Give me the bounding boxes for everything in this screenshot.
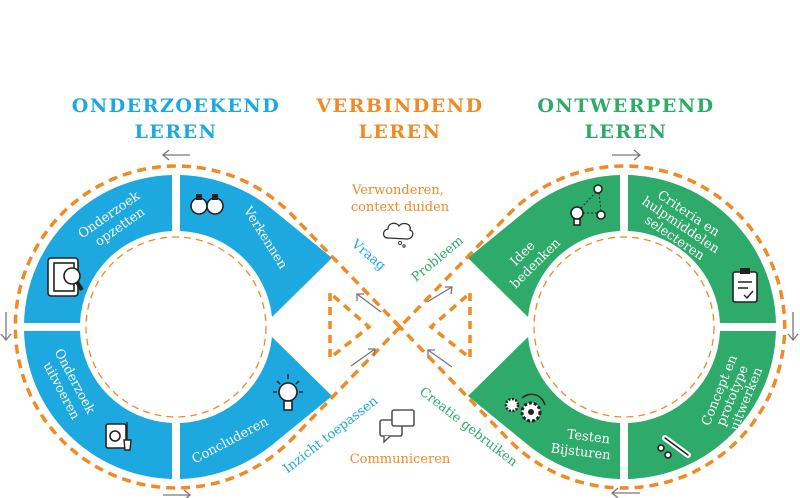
vraag-label: Vraag <box>348 236 389 273</box>
arrow-up-right-icon <box>350 348 376 367</box>
arrow-right-icon <box>612 149 642 161</box>
arrow-up-left-icon <box>356 293 382 313</box>
title-verbindend-leren: LEREN <box>359 121 442 143</box>
thought-cloud-icon <box>382 222 414 248</box>
segment-onderzoek-uitvoeren <box>24 331 172 479</box>
lab-analysis-icon <box>105 422 132 451</box>
left-dashed-triangle <box>328 289 372 362</box>
idea-network-icon <box>570 184 606 226</box>
arrow-down-icon <box>0 312 12 342</box>
clipboard-check-icon <box>732 268 758 303</box>
label-testen-bijsturen: Testen Bijsturen <box>550 425 615 463</box>
document-search-icon <box>47 257 84 297</box>
arrow-down-icon <box>787 312 799 342</box>
chat-bubbles-icon <box>379 409 415 444</box>
direction-arrows <box>0 149 799 498</box>
title-ontwerpend: ONTWERPEND <box>537 95 714 117</box>
arrow-left-icon <box>610 487 640 498</box>
segment-testen-bijsturen <box>468 337 620 479</box>
infinity-dashed-loop <box>13 164 787 490</box>
segment-verkennen <box>180 175 332 317</box>
communiceren-label: Communiceren <box>350 452 451 467</box>
title-onderzoekend-leren: LEREN <box>135 121 218 143</box>
gears-icon <box>504 393 546 423</box>
title-onderzoekend: ONDERZOEKEND <box>72 95 280 117</box>
wrench-icon <box>657 435 691 459</box>
title-verbindend: VERBINDEND <box>315 95 483 117</box>
left-cycle <box>24 175 332 479</box>
binoculars-icon <box>190 194 224 215</box>
right-cycle <box>468 175 776 479</box>
arrow-left-icon <box>161 149 190 161</box>
center-top-label: Verwonderen, context duiden <box>351 183 450 215</box>
arrow-right-icon <box>163 489 192 498</box>
probleem-label: Probleem <box>409 233 467 285</box>
right-inner-dashed-circle <box>533 236 715 418</box>
arrow-up-left-icon <box>427 349 453 368</box>
right-dashed-triangle <box>428 289 472 362</box>
segment-onderzoek-opzetten <box>24 175 172 323</box>
title-ontwerpend-leren: LEREN <box>585 121 668 143</box>
arrow-up-right-icon <box>426 286 453 303</box>
segment-concluderen <box>180 337 332 479</box>
left-inner-dashed-circle <box>85 236 267 418</box>
lightbulb-icon <box>273 374 303 411</box>
segment-concept-prototype <box>628 331 776 479</box>
